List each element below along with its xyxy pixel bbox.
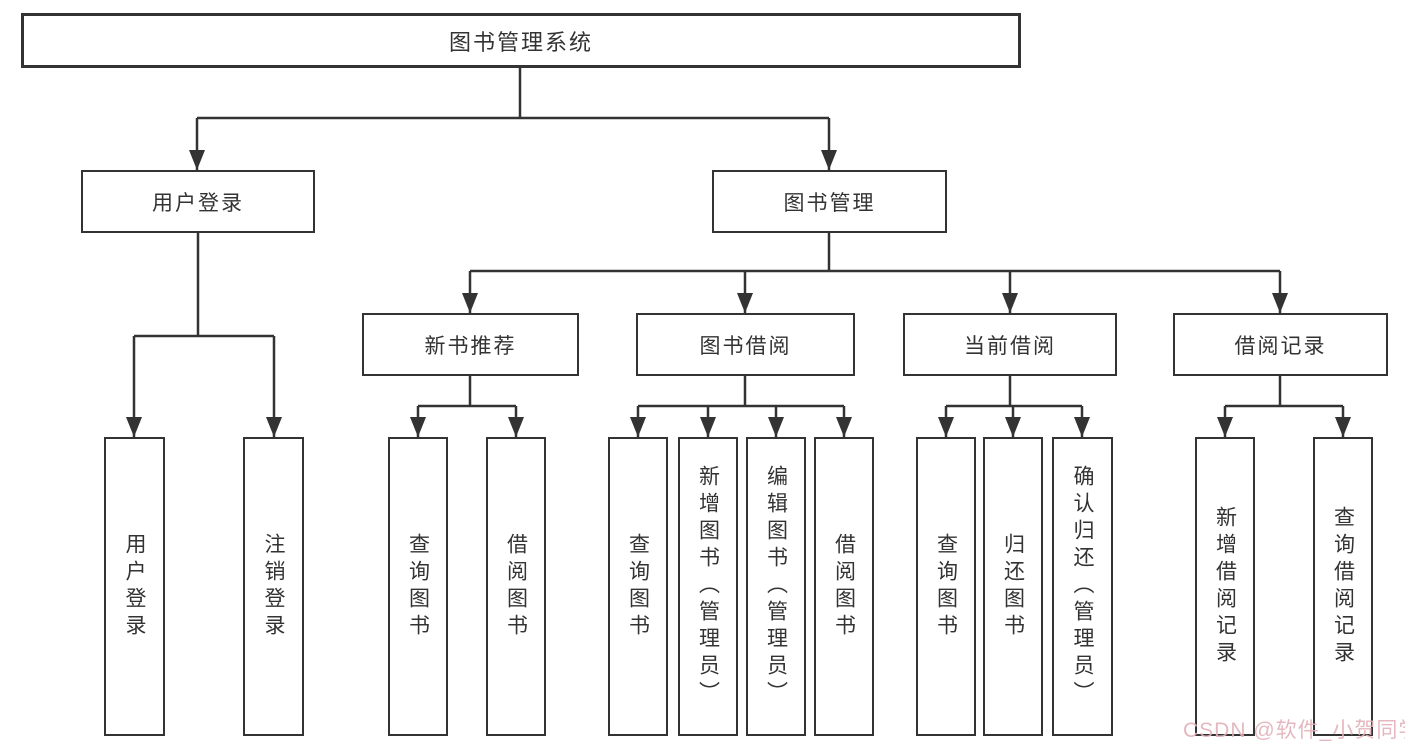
- leaf-user-login: 用户登录: [104, 437, 165, 736]
- leaf-add-book-admin: 新增图书（管理员）: [678, 437, 738, 736]
- node-book-management: 图书管理: [712, 170, 947, 233]
- node-library-management-system: 图书管理系统: [21, 13, 1021, 68]
- leaf-borrow-books-borrowing: 借阅图书: [814, 437, 874, 736]
- leaf-logout: 注销登录: [243, 437, 304, 736]
- node-current-borrowing: 当前借阅: [903, 313, 1117, 376]
- leaf-edit-book-admin: 编辑图书（管理员）: [746, 437, 806, 736]
- leaf-query-borrow-record: 查询借阅记录: [1313, 437, 1373, 736]
- watermark: CSDN @软件_小贺同学: [1183, 719, 1405, 742]
- node-borrowing-records: 借阅记录: [1173, 313, 1388, 376]
- node-new-book-recommendation: 新书推荐: [362, 313, 579, 376]
- node-book-borrowing: 图书借阅: [636, 313, 855, 376]
- leaf-query-books-borrowing: 查询图书: [608, 437, 668, 736]
- leaf-query-books-recommend: 查询图书: [388, 437, 448, 736]
- leaf-add-borrow-record: 新增借阅记录: [1195, 437, 1255, 736]
- node-user-login: 用户登录: [81, 170, 315, 233]
- leaf-borrow-books-recommend: 借阅图书: [486, 437, 546, 736]
- arrowheads: [126, 150, 1351, 437]
- leaf-query-books-current: 查询图书: [916, 437, 976, 736]
- leaf-return-book: 归还图书: [983, 437, 1043, 736]
- leaf-confirm-return-admin: 确认归还（管理员）: [1052, 437, 1113, 736]
